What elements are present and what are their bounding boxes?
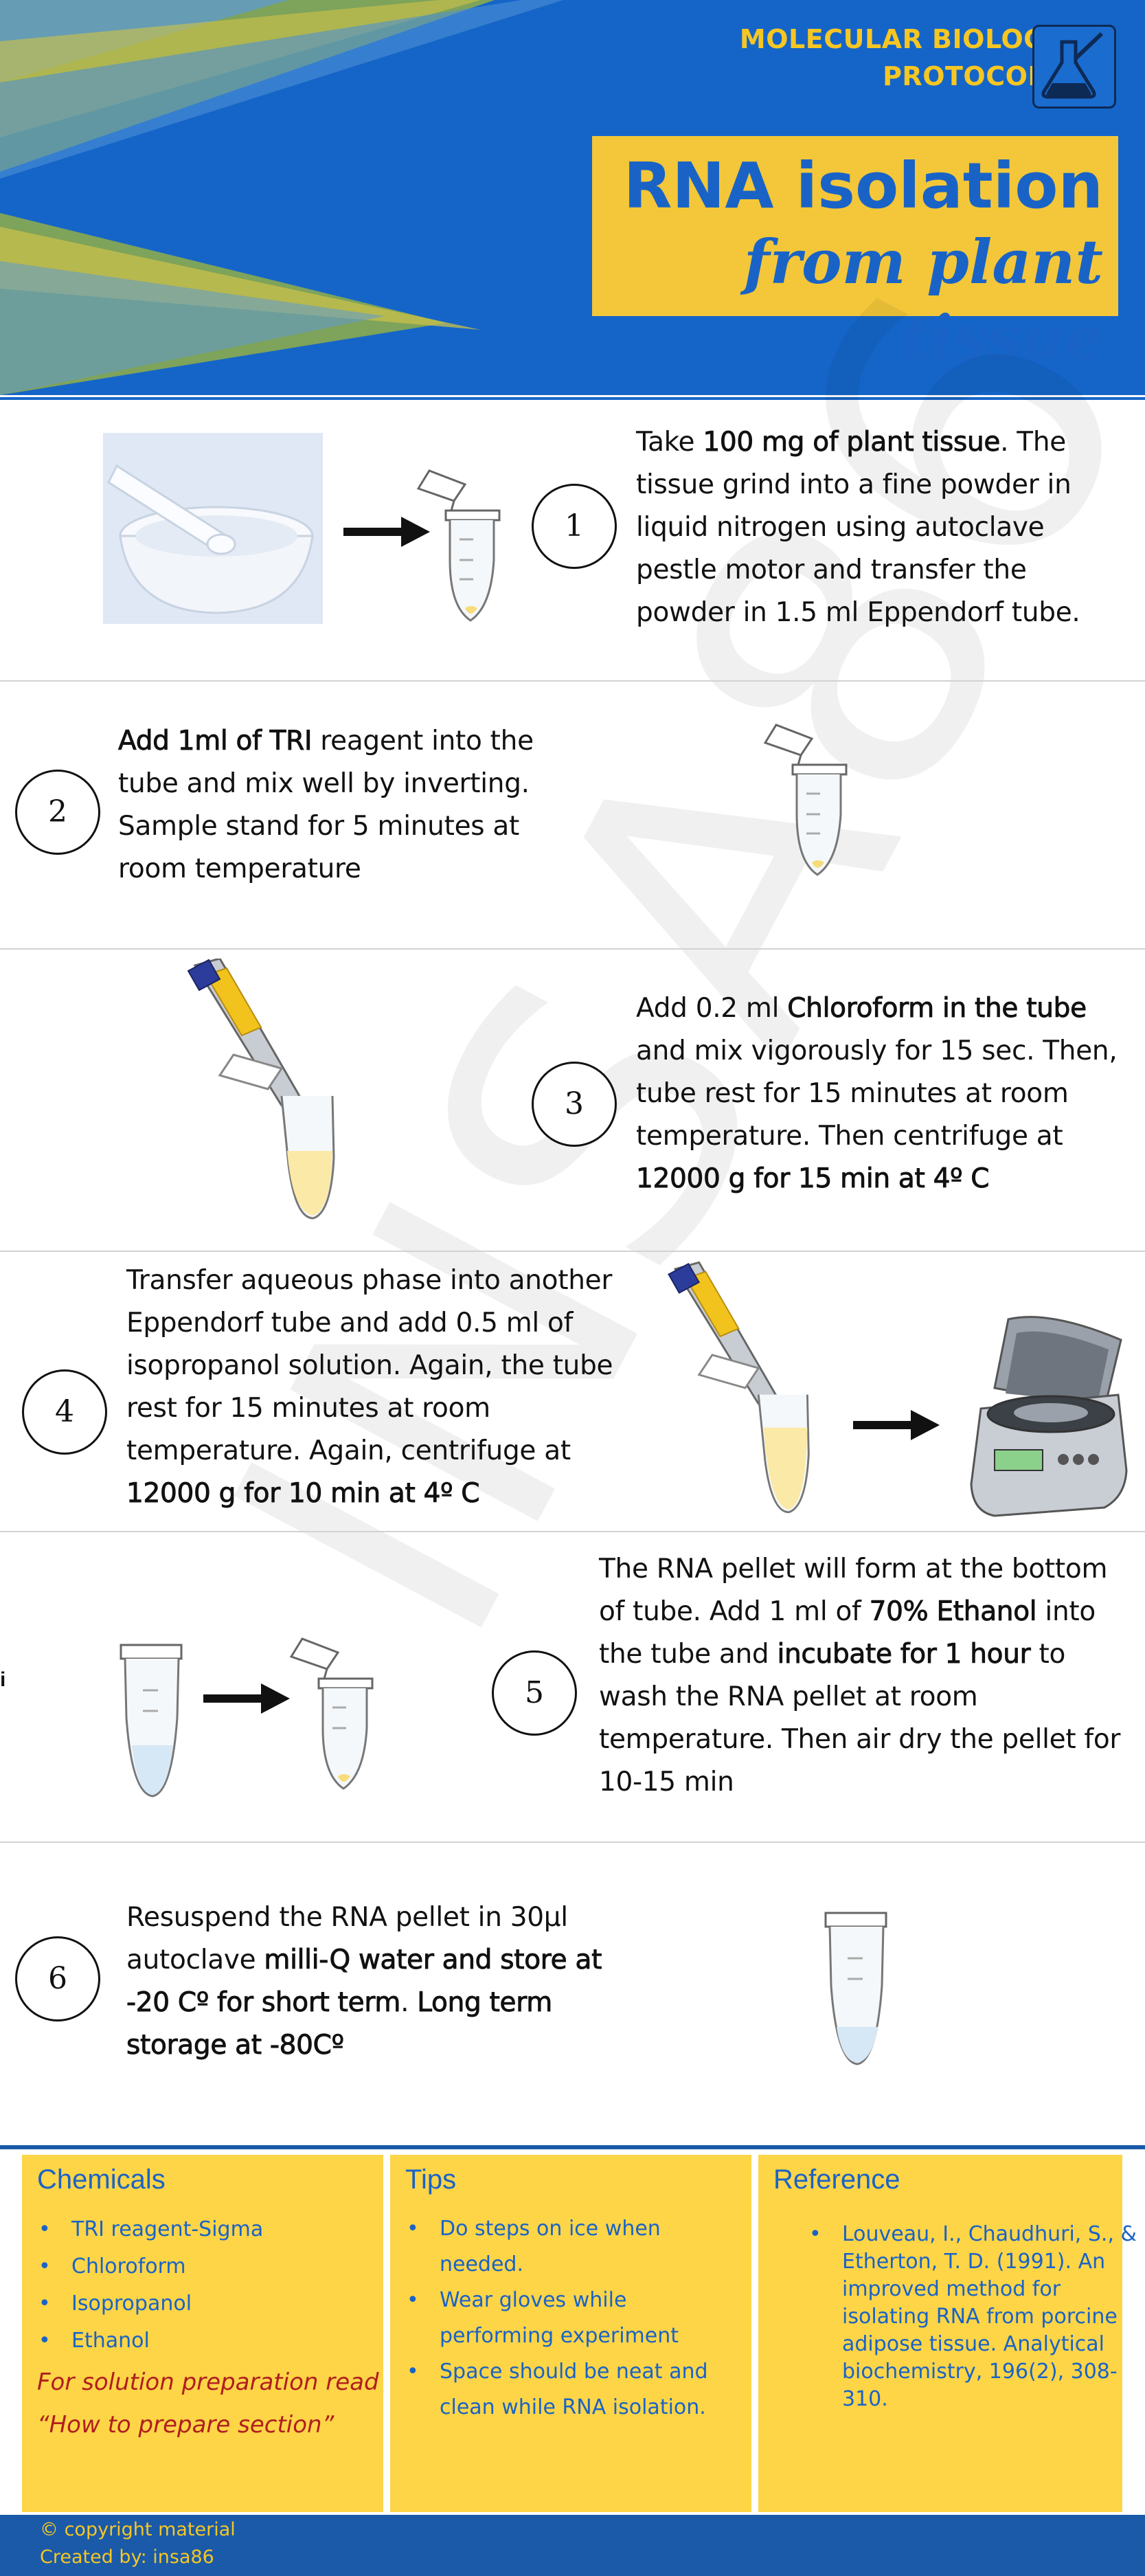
step-text-emphasis: Add 1ml of TRI xyxy=(118,726,313,757)
step-text-3: Add 0.2 ml Chloroform in the tube and mi… xyxy=(636,987,1131,1200)
step-text-emphasis: 100 mg of plant tissue xyxy=(703,427,1001,458)
step-divider xyxy=(0,1531,1145,1532)
reference-list: Louveau, I., Chaudhuri, S., & Etherton, … xyxy=(809,2221,1137,2413)
chemicals-list: TRI reagent-Sigma Chloroform Isopropanol… xyxy=(38,2211,263,2360)
mortar-pestle-image xyxy=(103,433,323,624)
step-number-2: 2 xyxy=(15,770,100,855)
eppendorf-tube-closed-icon xyxy=(824,1912,887,2065)
chemicals-title: Chemicals xyxy=(37,2164,166,2195)
decorative-rays xyxy=(0,0,563,395)
stray-mark: i xyxy=(0,1668,6,1691)
step-divider xyxy=(0,680,1145,682)
chemicals-note: “How to prepare section” xyxy=(37,2411,335,2439)
list-item: Isopropanol xyxy=(38,2285,263,2322)
step-text-1: Take 100 mg of plant tissue. The tissue … xyxy=(636,421,1131,634)
step-number-1: 1 xyxy=(532,484,617,569)
step-number-4: 4 xyxy=(22,1369,107,1455)
step-number-5: 5 xyxy=(492,1650,577,1736)
list-item: Ethanol xyxy=(38,2322,263,2360)
step-text-2: Add 1ml of TRI reagent into the tube and… xyxy=(118,720,571,891)
step-text-emphasis: Long term storage at -80Cº xyxy=(126,1987,553,2061)
step-text-span: . The tissue grind into a fine powder in… xyxy=(636,427,1080,628)
step-divider xyxy=(0,1251,1145,1252)
step-text-span: reagent into the tube and mix well by in… xyxy=(118,726,534,884)
eppendorf-tube-icon xyxy=(416,469,501,622)
step-text-emphasis: 12000 g for 15 min at 4º C xyxy=(636,1163,990,1195)
copyright-text: © copyright material xyxy=(40,2519,236,2540)
list-item: Louveau, I., Chaudhuri, S., & Etherton, … xyxy=(809,2221,1137,2413)
page-title: RNA isolation xyxy=(623,149,1103,223)
centrifuge-image xyxy=(970,1316,1128,1517)
step-number-6: 6 xyxy=(15,1936,100,2021)
arrow-icon xyxy=(203,1683,290,1714)
reference-panel: Reference Louveau, I., Chaudhuri, S., & … xyxy=(758,2155,1137,2512)
list-item: Chloroform xyxy=(38,2248,263,2285)
step-text-span: Add 0.2 ml xyxy=(636,993,788,1024)
reference-title: Reference xyxy=(773,2164,900,2195)
step-text-span: and mix vigorously for 15 sec. Then, tub… xyxy=(636,1035,1118,1152)
step-text-span: into the tube and xyxy=(599,1596,1096,1670)
title-box: RNA isolation from plant tissue xyxy=(592,136,1118,373)
list-item: Do steps on ice when needed. xyxy=(407,2211,728,2283)
step-number-3: 3 xyxy=(532,1062,617,1147)
arrow-icon xyxy=(853,1410,940,1440)
step-text-span: . xyxy=(400,1987,418,2018)
eppendorf-tube-closed-icon xyxy=(120,1644,183,1797)
flask-icon xyxy=(1032,25,1116,109)
chemicals-note: For solution preparation read xyxy=(37,2368,379,2396)
step-text-5: The RNA pellet will form at the bottom o… xyxy=(599,1548,1128,1804)
eppendorf-tube-icon xyxy=(289,1637,374,1790)
arrow-icon xyxy=(343,517,430,547)
category-heading: MOLECULAR BIOLOGY PROTOCOLS xyxy=(739,24,1064,91)
step-text-emphasis: Chloroform in the tube xyxy=(787,993,1087,1024)
step-text-emphasis: 70% Ethanol xyxy=(869,1596,1037,1628)
header-banner: MOLECULAR BIOLOGY PROTOCOLS RNA isolatio… xyxy=(0,0,1145,395)
step-text-emphasis: incubate for 1 hour xyxy=(777,1639,1031,1670)
tips-title: Tips xyxy=(405,2164,457,2195)
tips-list: Do steps on ice when needed. Wear gloves… xyxy=(407,2211,728,2426)
step-divider xyxy=(0,1841,1145,1843)
step-text-span: Transfer aqueous phase into another Eppe… xyxy=(126,1265,613,1466)
header-underline xyxy=(0,397,1145,400)
step-text-6: Resuspend the RNA pellet in 30µl autocla… xyxy=(126,1896,635,2067)
step-text-emphasis: milli-Q water and store at -20 Cº for sh… xyxy=(126,1945,602,2019)
step-text-emphasis: 12000 g for 10 min at 4º C xyxy=(126,1478,480,1510)
step-divider xyxy=(0,948,1145,950)
chemicals-panel: Chemicals TRI reagent-Sigma Chloroform I… xyxy=(22,2155,383,2512)
step-text-span: Resuspend the RNA pellet in 30µl autocla… xyxy=(126,1902,568,1975)
created-by-text: Created by: insa86 xyxy=(40,2546,214,2568)
pipette-tube-image xyxy=(668,1261,810,1514)
copyright-bar: © copyright material Created by: insa86 xyxy=(0,2515,1145,2576)
step-text-4: Transfer aqueous phase into another Eppe… xyxy=(126,1259,635,1515)
step-text-span: Take xyxy=(636,427,703,458)
step-text-span: to wash the RNA pellet at room temperatu… xyxy=(599,1639,1121,1797)
eppendorf-tube-icon xyxy=(763,724,848,876)
step-text-span: The RNA pellet will form at the bottom o… xyxy=(599,1554,1108,1627)
tips-panel: Tips Do steps on ice when needed. Wear g… xyxy=(390,2155,751,2512)
list-item: Space should be neat and clean while RNA… xyxy=(407,2354,728,2426)
page-subtitle: from plant tissue xyxy=(743,226,1103,373)
footer-topline xyxy=(0,2145,1145,2149)
list-item: TRI reagent-Sigma xyxy=(38,2211,263,2248)
list-item: Wear gloves while performing experiment xyxy=(407,2283,728,2354)
pipette-tube-image xyxy=(187,959,335,1220)
